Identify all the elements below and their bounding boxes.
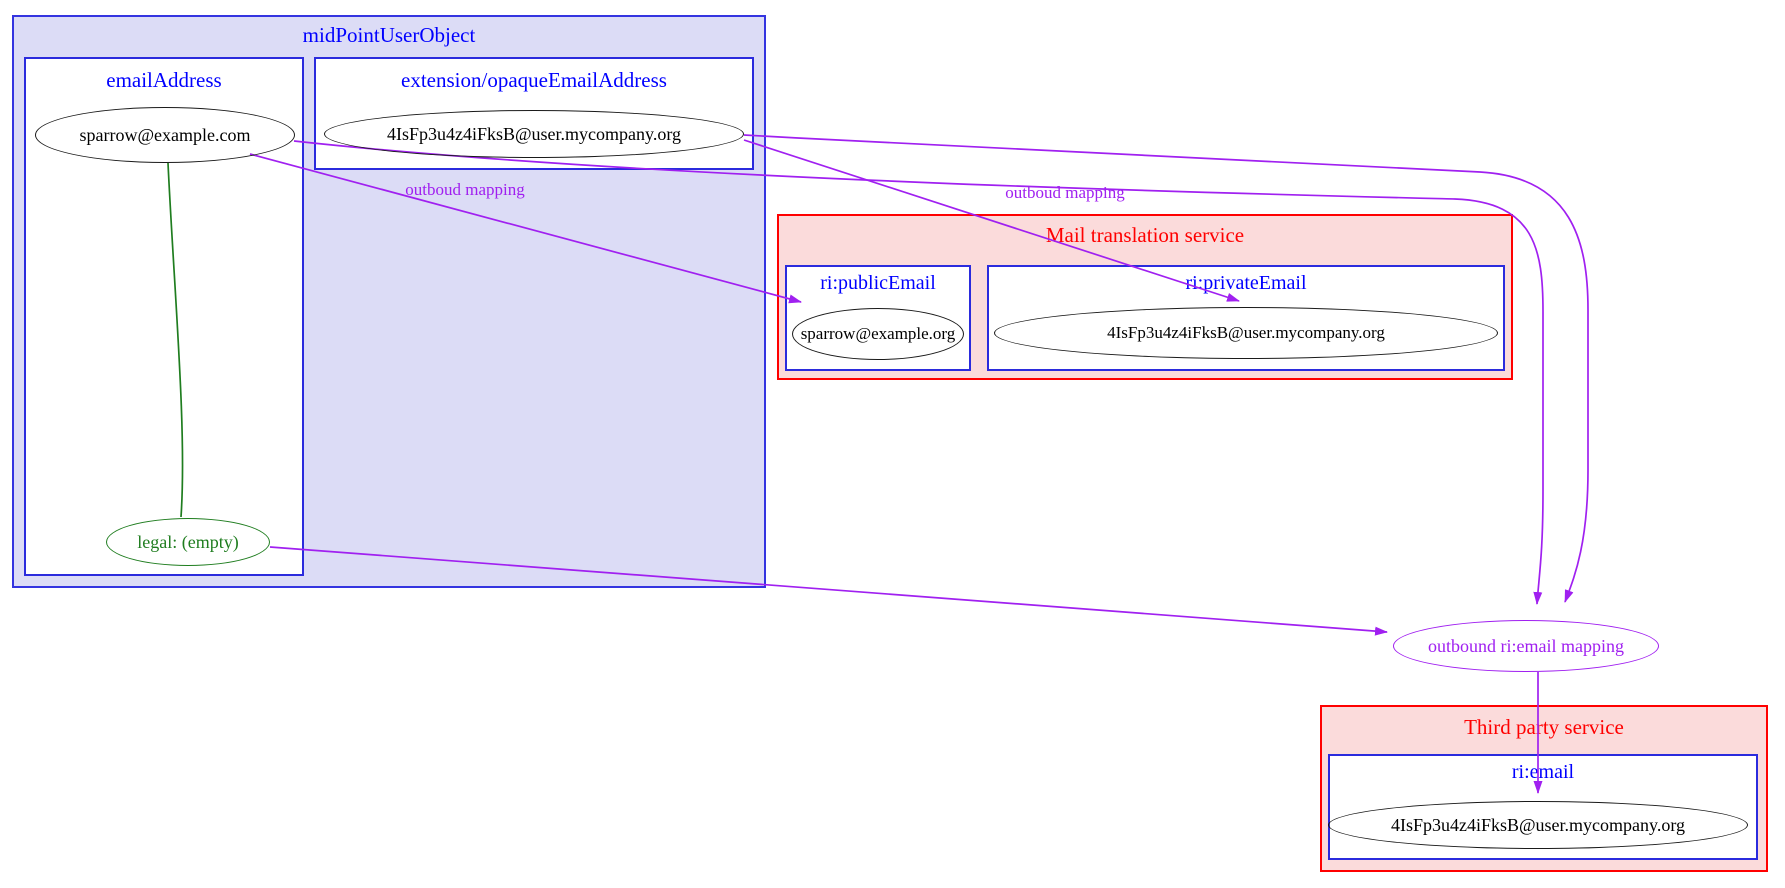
cluster-email-address-title: emailAddress bbox=[106, 68, 222, 92]
node-opaque-email-value: 4IsFp3u4z4iFksB@user.mycompany.org bbox=[324, 110, 744, 158]
cluster-third-party-title: Third party service bbox=[1464, 715, 1624, 739]
cluster-ri-public-email-title: ri:publicEmail bbox=[820, 272, 936, 294]
node-ri-email-value: 4IsFp3u4z4iFksB@user.mycompany.org bbox=[1328, 801, 1748, 849]
cluster-midpoint-title: midPointUserObject bbox=[302, 23, 476, 47]
node-legal-empty: legal: (empty) bbox=[106, 518, 270, 566]
cluster-ri-private-email-title: ri:privateEmail bbox=[1185, 272, 1307, 294]
edge-label-outbound-mapping-left: outboud mapping bbox=[405, 180, 525, 199]
cluster-extension-title: extension/opaqueEmailAddress bbox=[401, 68, 667, 92]
cluster-mail-service-title: Mail translation service bbox=[1045, 223, 1245, 247]
cluster-ri-email-title: ri:email bbox=[1511, 761, 1575, 783]
node-email-address-value: sparrow@example.com bbox=[35, 107, 295, 163]
node-public-email-value: sparrow@example.org bbox=[792, 308, 964, 360]
node-private-email-value: 4IsFp3u4z4iFksB@user.mycompany.org bbox=[994, 307, 1498, 359]
edge-label-outbound-mapping-right: outboud mapping bbox=[1005, 183, 1125, 202]
node-outbound-ri-email-mapping: outbound ri:email mapping bbox=[1393, 620, 1659, 672]
